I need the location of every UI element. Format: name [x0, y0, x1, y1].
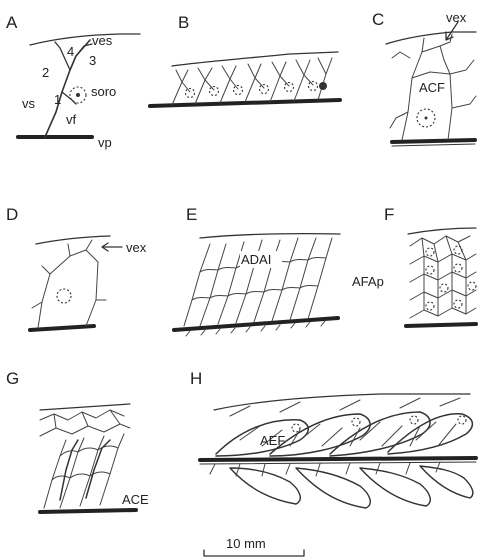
margin-line-g: [40, 404, 130, 410]
rachis-e: [174, 318, 338, 330]
rachis-c-edge: [392, 144, 475, 146]
sorus-d: [57, 289, 71, 303]
sorus-h-2: [352, 418, 360, 426]
label-adai: ADAI: [241, 252, 271, 267]
label-3: 3: [89, 53, 96, 68]
panel-e: E: [174, 205, 340, 336]
margin-line-f: [408, 228, 476, 234]
areoles-d: [32, 240, 106, 328]
label-ves: ves: [92, 33, 113, 48]
rachis-d: [30, 326, 94, 330]
panel-letter-b: B: [178, 13, 189, 32]
areoles-f: [410, 236, 476, 318]
label-soro: soro: [91, 84, 116, 99]
label-ace: ACE: [122, 492, 149, 507]
label-vex-d: vex: [126, 240, 147, 255]
scale-bar-label: 10 mm: [226, 536, 266, 551]
label-aef: AEF: [260, 433, 285, 448]
panel-h: H AEF: [190, 369, 476, 508]
label-acf: ACF: [419, 80, 445, 95]
label-afap: AFAp: [352, 274, 384, 289]
panel-f: F AFAp: [352, 205, 476, 326]
sorus-receptacle-a: [76, 93, 80, 97]
margin-line-e: [200, 234, 340, 238]
panel-g: G ACE: [6, 369, 149, 512]
sorus-h-4: [458, 416, 466, 424]
panel-letter-d: D: [6, 205, 18, 224]
panel-a: A ves 4 3 2 soro vs 1 vf vp: [6, 13, 140, 150]
upper-lobes-h: [216, 412, 472, 456]
margin-line-c: [386, 32, 476, 44]
label-4: 4: [67, 44, 74, 59]
areoles-g: [40, 410, 130, 508]
scale-bar: 10 mm: [204, 536, 304, 556]
rachis-c: [392, 140, 475, 142]
margin-line-d: [36, 236, 110, 244]
label-vp: vp: [98, 135, 112, 150]
rachis-g: [40, 510, 136, 512]
panel-c: C vex ACF: [372, 10, 476, 146]
rachis-f: [406, 324, 476, 326]
sori-b: [186, 82, 328, 98]
panel-letter-e: E: [186, 205, 197, 224]
sorus-h-1: [292, 424, 300, 432]
margin-line-a: [30, 34, 140, 45]
label-vf: vf: [66, 112, 77, 127]
panel-b: B: [150, 13, 340, 106]
sorus-receptacle-c: [425, 117, 428, 120]
panel-letter-a: A: [6, 13, 18, 32]
margin-line-h: [214, 394, 470, 410]
panel-d: D vex: [6, 205, 147, 330]
panel-letter-h: H: [190, 369, 202, 388]
label-vs: vs: [22, 96, 36, 111]
sorus-h-3: [410, 416, 418, 424]
label-1: 1: [54, 92, 61, 107]
lower-lobes-h: [230, 466, 473, 508]
panel-letter-f: F: [384, 205, 394, 224]
rachis-h-edge: [200, 462, 476, 464]
label-vex-c: vex: [446, 10, 467, 25]
margin-line-b: [172, 52, 338, 66]
vex-arrow-d: [102, 243, 122, 251]
rachis-h: [200, 458, 476, 460]
panel-letter-g: G: [6, 369, 19, 388]
label-2: 2: [42, 65, 49, 80]
panel-letter-c: C: [372, 10, 384, 29]
veins-b: [172, 58, 332, 105]
